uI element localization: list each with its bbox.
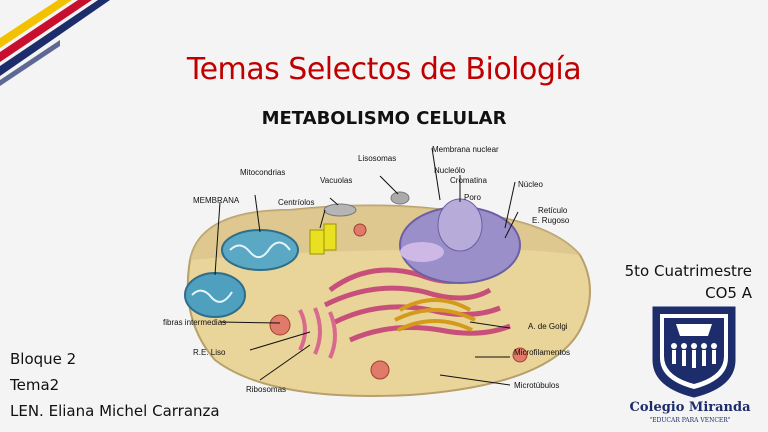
label-poro: Poro [464,193,481,202]
label-nucleo: Núcleo [518,180,543,189]
label-membrana: MEMBRANA [193,196,240,205]
label-mitocondrias: Mitocondrias [240,168,286,177]
label-vacuolas: Vacuolas [320,176,353,185]
animal-cell-illustration [184,147,591,397]
slide-subtitle: METABOLISMO CELULAR [261,108,507,129]
label-centriolos: Centríolos [278,198,315,207]
colegio-miranda-logo [652,306,736,398]
label-fibras-intermedias: fibras intermedias [163,318,227,327]
label-lisosomas: Lisosomas [358,154,397,163]
school-motto: "EDUCAR PARA VENCER" [649,417,731,424]
label-ribosomas: Ribosomas [246,385,287,394]
label-microtubulos: Microtúbulos [514,381,560,390]
label-golgi: A. de Golgi [528,322,568,331]
cuatrimestre-text: 5to Cuatrimestre [624,262,752,280]
grupo-text: CO5 A [705,284,752,302]
slide-title: Temas Selectos de Biología [186,52,582,87]
docente-text: LEN. Eliana Michel Carranza [10,402,220,420]
corner-stripes-decoration [0,0,110,86]
label-e-rugoso: E. Rugoso [532,216,570,225]
label-nucleolo: Nucleólo [434,166,466,175]
school-name: Colegio Miranda [629,400,751,415]
bloque-text: Bloque 2 [10,350,77,368]
label-reticulo: Retículo [538,206,568,215]
tema-text: Tema2 [10,376,60,394]
label-cromatina: Cromatina [450,176,487,185]
label-re-liso: R.E. Liso [193,348,226,357]
label-microfilamentos: Microfilamentos [514,348,571,357]
label-membrana-nuclear: Membrana nuclear [432,145,499,154]
